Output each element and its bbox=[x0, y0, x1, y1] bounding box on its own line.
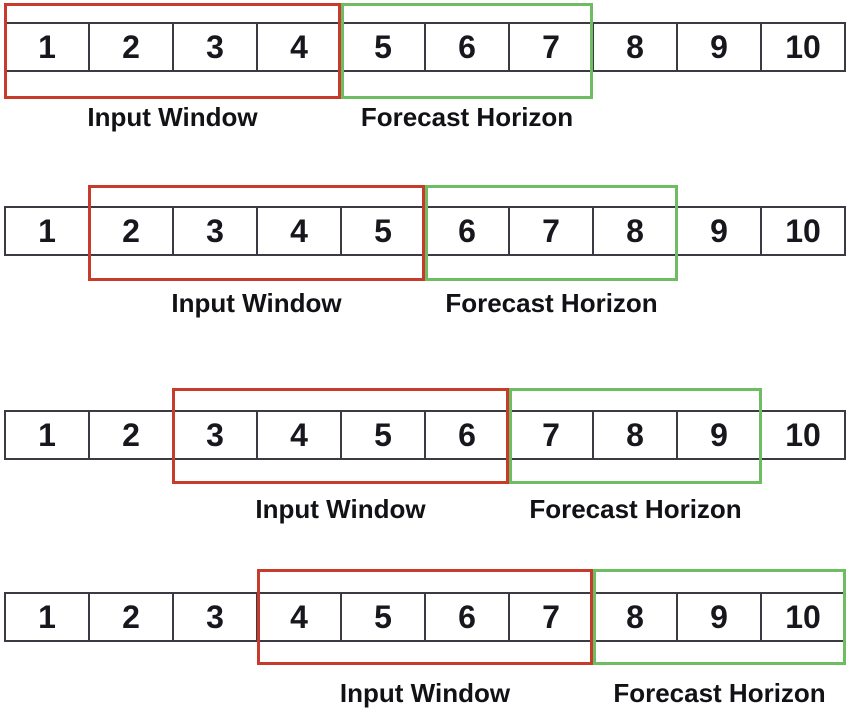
sequence-cell: 4 bbox=[258, 412, 342, 458]
sequence-cell: 3 bbox=[174, 24, 258, 70]
sequence-cell: 8 bbox=[594, 594, 678, 640]
sequence-cell: 10 bbox=[762, 412, 844, 458]
forecast-horizon-label: Forecast Horizon bbox=[445, 288, 658, 318]
sequence-cell: 4 bbox=[258, 24, 342, 70]
sequence-cell: 7 bbox=[510, 208, 594, 254]
sequence-cell: 9 bbox=[678, 24, 762, 70]
sequence-cell: 7 bbox=[510, 24, 594, 70]
sequence-cell: 9 bbox=[678, 412, 762, 458]
sequence-cell: 1 bbox=[6, 208, 90, 254]
sequence-cell: 1 bbox=[6, 594, 90, 640]
forecast-horizon-label: Forecast Horizon bbox=[613, 678, 826, 708]
sequence-cell: 9 bbox=[678, 208, 762, 254]
sequence-cell: 2 bbox=[90, 24, 174, 70]
sequence-cell: 5 bbox=[342, 412, 426, 458]
sequence-cell: 1 bbox=[6, 24, 90, 70]
sequence-cell: 3 bbox=[174, 412, 258, 458]
sequence-cell: 9 bbox=[678, 594, 762, 640]
sequence-cell: 2 bbox=[90, 594, 174, 640]
input-window-label: Input Window bbox=[87, 102, 258, 132]
sequence-cell: 6 bbox=[426, 412, 510, 458]
sequence-cell: 2 bbox=[90, 412, 174, 458]
sequence-cell: 3 bbox=[174, 208, 258, 254]
sequence-cell: 4 bbox=[258, 594, 342, 640]
sequence-cell: 4 bbox=[258, 208, 342, 254]
sequence-cell: 10 bbox=[762, 24, 844, 70]
input-window-label: Input Window bbox=[339, 678, 511, 708]
sequence-cell: 5 bbox=[342, 24, 426, 70]
sequence-cell: 2 bbox=[90, 208, 174, 254]
sequence-cell: 8 bbox=[594, 24, 678, 70]
sequence-cell: 7 bbox=[510, 594, 594, 640]
sequence-cell: 7 bbox=[510, 412, 594, 458]
sequence-cell: 10 bbox=[762, 208, 844, 254]
sequence-cell: 5 bbox=[342, 594, 426, 640]
sequence-cell: 8 bbox=[594, 412, 678, 458]
input-window-label: Input Window bbox=[255, 494, 426, 524]
sequence-cell: 6 bbox=[426, 24, 510, 70]
sequence-cell: 1 bbox=[6, 412, 90, 458]
sequence-cell: 6 bbox=[426, 594, 510, 640]
sequence-cell: 8 bbox=[594, 208, 678, 254]
sequence-cell: 10 bbox=[762, 594, 844, 640]
sequence-cell: 3 bbox=[174, 594, 258, 640]
sequence-cell: 6 bbox=[426, 208, 510, 254]
sequence-cell: 5 bbox=[342, 208, 426, 254]
input-window-label: Input Window bbox=[171, 288, 342, 318]
forecast-horizon-label: Forecast Horizon bbox=[360, 102, 574, 132]
forecast-horizon-label: Forecast Horizon bbox=[529, 494, 742, 524]
